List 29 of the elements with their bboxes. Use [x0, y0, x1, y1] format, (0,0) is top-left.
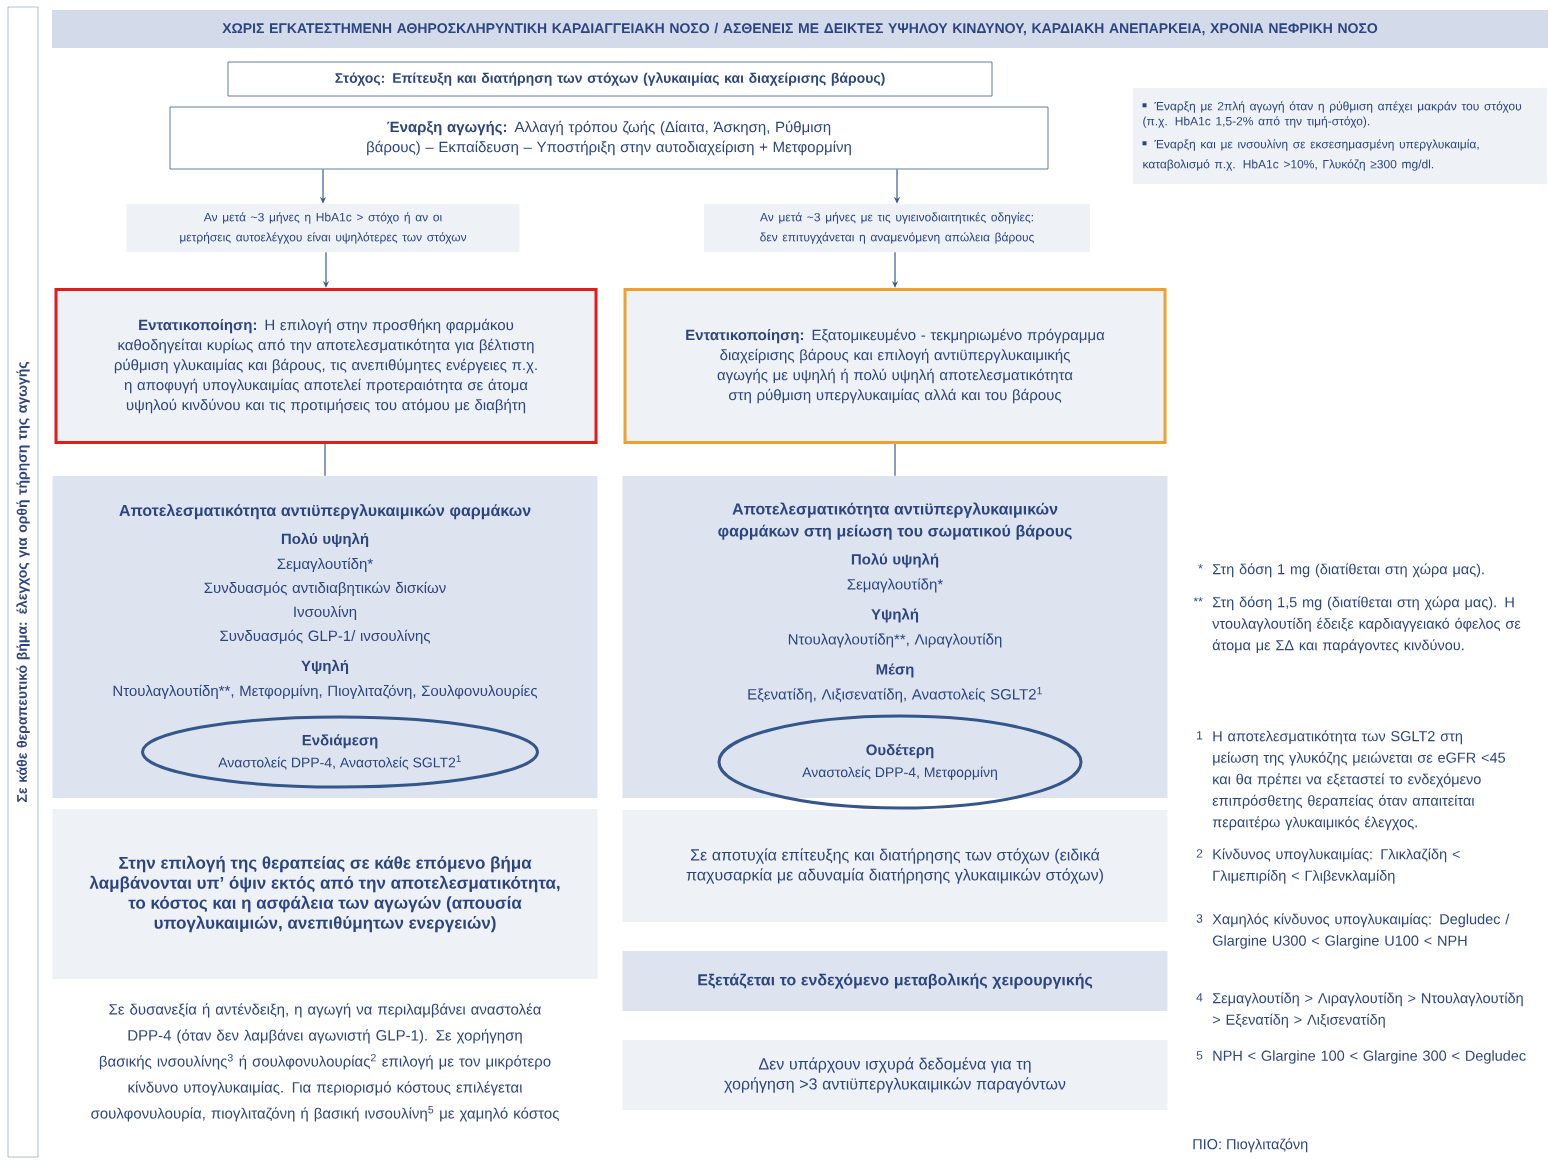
footnote-text: Σεμαγλουτίδη > Λιραγλουτίδη > Ντουλαγλουτίδη > Εξενατίδη > Λιξισενατίδη — [1212, 992, 1523, 1028]
note-box: Δεν υπάρχουν ισχυρά δεδομένα για τη χορήγηση >3 αντιϋπεργλυκαιμικών παραγόντων — [622, 1040, 1168, 1110]
process-box: Εντατικοποίηση: Η επιλογή στην προσθήκη φαρμάκου καθοδηγείται κυρίως από την αποτελεσματικότητα για βέλτιστη ρύθμιση γλυκαιμίας και βάρους, τις ανεπιθύμητες ενέργειες π.χ. η αποφυγή υπογλυκαιμίας αποτελεί προτεραιότητα σε άτομα υψηλού κινδύνου και τις προτιμήσεις του ατόμου με διαβήτη — [54, 288, 598, 444]
start-box: Έναρξη αγωγής: Αλλαγή τρόπου ζωής (Δίαιτα, Άσκηση, Ρύθμιση βάρους) – Εκπαίδευση – Υποστήριξη στην αυτοδιαχείριση + Μετφορμίνη — [169, 106, 1049, 170]
footnote-text: ΠΙΟ: Πιογλιταζόνη — [1193, 1138, 1308, 1153]
condition-box: Αν μετά ~3 μήνες με τις υγιεινοδιαιτητικές οδηγίες: δεν επιτυγχάνεται η αναμενόμενη απώλεια βάρους — [704, 204, 1090, 252]
footnote-text: NPH < Glargine 100 < Glargine 300 < Degludec — [1213, 1050, 1526, 1064]
note-box: Στην επιλογή της θεραπείας σε κάθε επόμενο βήμα λαμβάνονται υπ’ όψιν εκτός από την αποτελεσματικότητα, το κόστος και η ασφάλεια των αγωγών (απουσία υπογλυκαιμιών, ανεπιθύμητων ενεργειών) — [52, 809, 598, 979]
note-box: Σε αποτυχία επίτευξης και διατήρησης των στόχων (ειδικά παχυσαρκία με αδυναμία διατήρησης γλυκαιμικών στόχων) — [622, 810, 1168, 922]
header-band: ΧΩΡΙΣ ΕΓΚΑΤΕΣΤΗΜΕΝΗ ΑΘΗΡΟΣΚΛΗΡΥΝΤΙΚΗ ΚΑΡΔΙΑΓΓΕΙΑΚΗ ΝΟΣΟ / ΑΣΘΕΝΕΙΣ ΜΕ ΔΕΙΚΤΕΣ ΥΨΗΛΟΥ ΚΙΝΔΥΝΟΥ, ΚΑΡΔΙΑΚΗ ΑΝΕΠΑΡΚΕΙΑ, ΧΡΟΝΙΑ ΝΕΦΡΙΚΗ ΝΟΣΟ — [52, 10, 1548, 48]
footnote-mark: 2 — [1196, 849, 1203, 858]
footnote-mark: * — [1198, 564, 1203, 569]
footnote-text: Στη δόση 1 mg (διατίθεται στη χώρα μας). — [1213, 563, 1484, 578]
footnote-text: Η αποτελεσματικότητα των SGLT2 στη μείωση της γλυκόζης μειώνεται σε eGFR <45 και θα πρέπει να εξεταστεί το ενδεχόμενο επιπρόσθετης θεραπείας όταν απαιτείται περαιτέρω γλυκαιμικός έλεγχος. — [1212, 730, 1506, 831]
process-box: Εντατικοποίηση: Εξατομικευμένο - τεκμηριωμένο πρόγραμμα διαχείρισης βάρους και επιλογή αντιϋπεργλυκαιμικής αγωγής με υψηλή ή πολύ υψηλή αποτελεσματικότητα στη ρύθμιση υπεργλυκαιμίας αλλά και του βάρους — [623, 288, 1167, 444]
goal-box: Στόχος: Επίτευξη και διατήρηση των στόχων (γλυκαιμίας και διαχείρισης βάρους) — [227, 61, 993, 97]
footnote-mark: 4 — [1196, 993, 1203, 1002]
condition-box: Αν μετά ~3 μήνες η HbA1c > στόχο ή αν οι μετρήσεις αυτοελέγχου είναι υψηλότερες των στόχων — [126, 204, 520, 252]
footnote-text: Κίνδυνος υπογλυκαιμίας: Γλικλαζίδη < Γλιμεπιρίδη < Γλιβενκλαμίδη — [1213, 848, 1460, 884]
note-box: Έναρξη με 2πλή αγωγή όταν η ρύθμιση απέχει μακράν του στόχου (π.χ. HbA1c 1,5-2% από την τιμή-στόχο). Έναρξη και με ινσουλίνη σε εκσεσημασμένη υπεργλυκαιμία, καταβολισμό π.χ. HbA1c >10%, Γλυκόζη ≥300 mg/dl. — [1133, 88, 1547, 184]
footnote-text: Στη δόση 1,5 mg (διατίθεται στη χώρα μας). Η ντουλαγλουτίδη έδειξε καρδιαγγειακό όφελος σε άτομα με ΣΔ και παράγοντες κινδύνου. — [1212, 596, 1521, 654]
footnote-mark: ** — [1193, 597, 1203, 602]
footnote-mark: 5 — [1196, 1051, 1203, 1060]
note-text: Σε δυσανεξία ή αντένδειξη, η αγωγή να περιλαμβάνει αναστολέα DPP-4 (όταν δεν λαμβάνει αγωνιστή GLP-1). Σε χορήγηση βασικής ινσουλίνης$^{3}$ ή σουλφονυλουρίας$^{2}$ επιλογή με τον μικρότερο κίνδυνο υπογλυκαιμίας. Για περιορισμό κόστους επιλέγεται σουλφονυλουρία, πιογλιταζόνη ή βασική ινσουλίνη$^{5}$ με χαμηλό κόστος — [91, 1003, 559, 1122]
footnote-mark: 3 — [1196, 914, 1203, 923]
footnote-mark: 1 — [1197, 731, 1203, 740]
side-band: Σε κάθε θεραπευτικό βήμα: έλεγχος για ορθή τήρηση της αγωγής — [7, 6, 39, 1158]
action-box: Εξετάζεται το ενδεχόμενο μεταβολικής χειρουργικής — [622, 951, 1168, 1011]
footnote-text: Χαμηλός κίνδυνος υπογλυκαιμίας: Degludec / Glargine U300 < Glargine U100 < NPH — [1212, 913, 1510, 949]
